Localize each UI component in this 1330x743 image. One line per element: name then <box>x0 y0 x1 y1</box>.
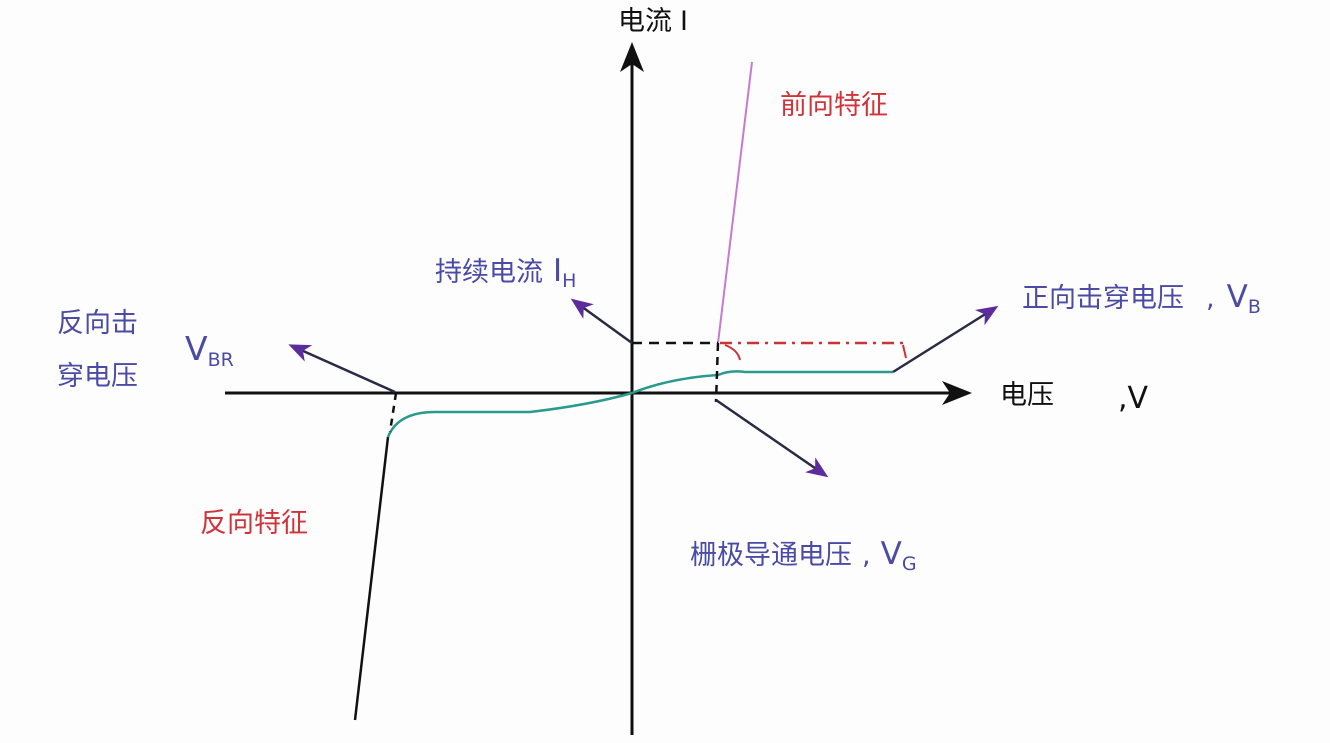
reverse-characteristic-label: 反向特征 <box>200 508 308 539</box>
forward-characteristic-label: 前向特征 <box>780 90 888 121</box>
reverse-breakdown-symbol: VBR <box>185 329 234 371</box>
dashdot-return <box>724 344 907 361</box>
reverse-avalanche-line <box>353 436 390 721</box>
forward-conduction-line <box>717 61 753 344</box>
gate-trigger-label: 栅极导通电压,VG <box>690 536 917 575</box>
vbr-pointer-arrow <box>288 344 396 394</box>
x-axis-symbol: ,V <box>1118 381 1149 416</box>
reverse-breakdown-label-line1: 反向击 <box>57 308 138 339</box>
x-axis-label: 电压 <box>1000 380 1054 411</box>
x-axis-arrowhead <box>942 381 972 405</box>
y-axis-arrowhead <box>620 42 644 72</box>
vg-pointer-arrow <box>715 398 829 478</box>
reverse-leakage-curve <box>386 391 633 438</box>
vb-pointer-arrow <box>892 305 999 374</box>
vg-dashed-marker <box>714 342 720 403</box>
forward-blocking-curve <box>631 370 893 395</box>
forward-breakover-label: 正向击穿电压,VB <box>1022 279 1261 318</box>
ih-pointer-arrow <box>570 298 633 345</box>
reverse-breakdown-label-line2: 穿电压 <box>57 361 138 392</box>
vbr-dashed-marker <box>388 392 398 433</box>
